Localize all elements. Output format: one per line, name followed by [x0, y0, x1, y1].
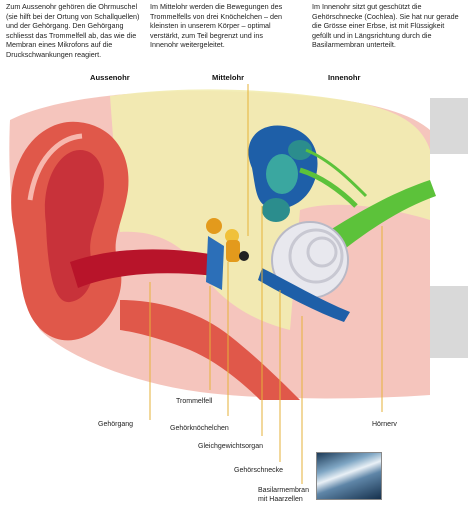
eardrum — [206, 236, 224, 290]
heading-outer-ear: Aussenohr — [90, 73, 130, 82]
intro-outer-ear: Zum Aussenohr gehören die Ohrmuschel (si… — [6, 2, 140, 59]
heading-inner-ear: Innenohr — [328, 73, 361, 82]
pinna-highlight — [27, 133, 83, 201]
auditory-nerve — [299, 148, 436, 248]
cochlea — [258, 221, 350, 322]
ossicles — [206, 218, 249, 262]
label-cochlea: Gehörschnecke — [234, 467, 284, 474]
label-eardrum: Trommelfell — [176, 398, 213, 405]
intro-middle-ear: Im Mittelohr werden die Bewegungen des T… — [150, 2, 283, 50]
page-tab-upper — [430, 98, 468, 154]
label-ossicles: Gehörknöchelchen — [170, 425, 229, 432]
label-ear-canal: Gehörgang — [98, 421, 134, 428]
ear-canal — [70, 249, 214, 288]
intro-inner-ear: Im Innenohr sitzt gut geschützt die Gehö… — [312, 2, 459, 50]
page-tab-lower — [430, 286, 468, 358]
label-auditory-nerve: Hörnerv — [372, 421, 397, 428]
hair-cell-micrograph — [316, 452, 382, 500]
label-basilar-membrane: Basilarmembran mit Haarzellen — [258, 487, 309, 503]
leader-lines — [149, 84, 383, 484]
label-vestibular-organ: Gleichgewichtsorgan — [198, 443, 263, 450]
heading-middle-ear: Mittelohr — [212, 73, 245, 82]
vestibular-organ — [248, 125, 318, 222]
